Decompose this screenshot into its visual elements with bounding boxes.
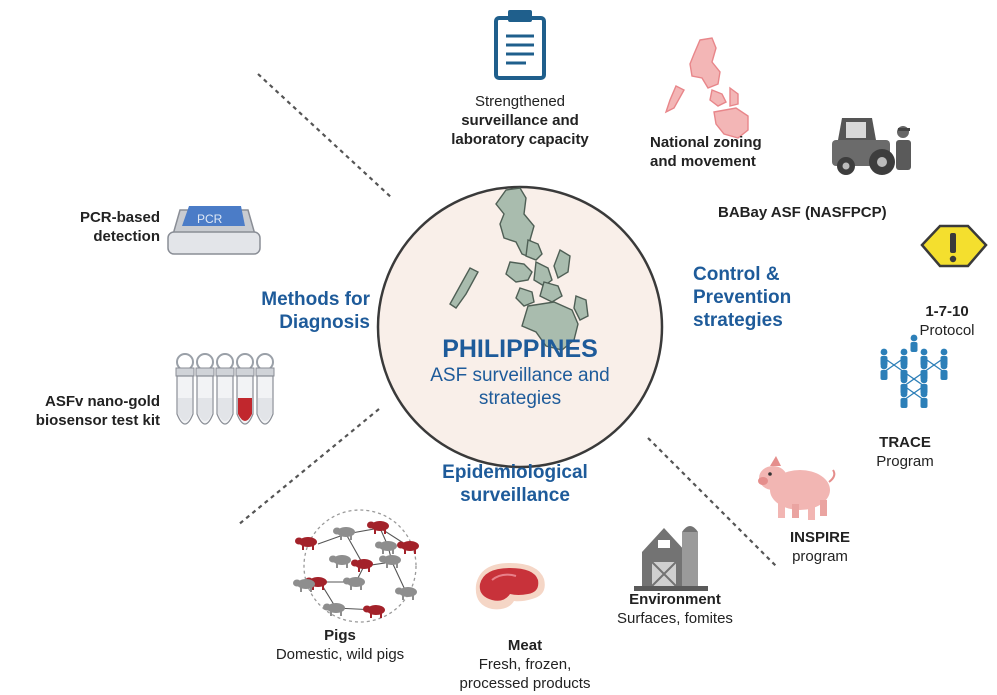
center-title-block: PHILIPPINES ASF surveillance and strateg… [400, 334, 640, 410]
label-protocol: 1-7-10 Protocol [902, 302, 992, 340]
section-control-line1: Control & [693, 264, 780, 285]
warning-sign-icon [920, 224, 988, 268]
label-meat: Meat Fresh, frozen, processed products [440, 636, 610, 693]
clipboard-icon [494, 10, 546, 80]
people-network-icon [883, 357, 945, 401]
section-epidemiological: Epidemiological surveillance [405, 461, 625, 507]
separator-top-left [257, 73, 394, 200]
label-protocol-sub: Protocol [919, 322, 975, 339]
separator-bottom-right [647, 437, 779, 569]
label-trace-sub: Program [876, 453, 934, 470]
network-pig [343, 577, 365, 590]
pcr-device-text: PCR [197, 212, 223, 226]
network-pig [333, 527, 355, 540]
center-circle [376, 185, 664, 469]
label-zoning-line1: National zoning [650, 134, 762, 151]
section-control-line3: strategies [693, 310, 783, 331]
person-figure [910, 334, 918, 352]
label-inspire-sub: program [792, 548, 848, 565]
person-figure [900, 390, 908, 408]
label-pcr-line2: detection [93, 228, 160, 245]
section-epi-line2: surveillance [460, 485, 570, 506]
label-surveillance-line1: Strengthened [474, 93, 566, 110]
section-control-line2: Prevention [693, 287, 792, 308]
label-trace: TRACE Program [860, 433, 950, 471]
label-inspire: INSPIRE program [770, 528, 870, 566]
section-diagnosis: Methods for Diagnosis [190, 288, 370, 334]
philippines-map-icon [449, 187, 589, 351]
label-biosensor: ASFv nano-gold biosensor test kit [10, 392, 160, 430]
person-figure [880, 362, 888, 380]
section-epi-line1: Epidemiological [442, 462, 588, 483]
pcr-machine-icon: PCR [167, 206, 261, 255]
network-pig [329, 555, 351, 568]
label-pcr-line1: PCR-based [79, 209, 160, 226]
tractor-farmer-icon [832, 118, 911, 175]
label-pigs-title: Pigs [324, 627, 356, 644]
network-pig [367, 521, 389, 534]
network-pig [375, 541, 397, 554]
pig-icon [758, 456, 836, 520]
people-figures [880, 334, 948, 408]
label-pigs-sub: Domestic, wild pigs [275, 646, 405, 663]
center-subtitle-line2: strategies [478, 388, 562, 409]
philippines-map-red-icon [664, 37, 749, 139]
label-surveillance-line2: surveillance and [461, 112, 579, 129]
section-diagnosis-line1: Methods for [261, 289, 370, 310]
label-meat-sub1: Fresh, frozen, [478, 656, 572, 673]
center-title: PHILIPPINES [442, 335, 598, 363]
section-diagnosis-line2: Diagnosis [279, 312, 370, 333]
barn-icon [634, 526, 708, 591]
label-environment: Environment Surfaces, fomites [595, 590, 755, 628]
label-biosensor-line2: biosensor test kit [35, 412, 160, 429]
person-figure [940, 362, 948, 380]
network-pig [295, 537, 317, 550]
test-tube [235, 353, 255, 425]
label-biosensor-line1: ASFv nano-gold [45, 393, 160, 410]
label-surveillance-line3: laboratory capacity [451, 131, 589, 148]
test-tubes-icon [175, 353, 275, 425]
test-tube [215, 353, 235, 425]
network-pig [323, 603, 345, 616]
label-trace-title: TRACE [879, 434, 931, 451]
label-meat-sub2: processed products [459, 675, 591, 692]
label-surveillance: Strengthened surveillance and laboratory… [430, 92, 610, 149]
person-figure [920, 390, 928, 408]
label-pcr: PCR-based detection [40, 208, 160, 246]
separator-lines [237, 73, 779, 569]
network-pig [293, 579, 315, 592]
network-pig [379, 555, 401, 568]
network-pig [397, 541, 419, 554]
label-zoning-line2: and movement [650, 153, 756, 170]
pig-network-icon [293, 509, 419, 623]
test-tube [255, 353, 275, 425]
label-babay: BABay ASF (NASFPCP) [718, 204, 887, 221]
section-control: Control & Prevention strategies [693, 263, 893, 332]
label-environment-sub: Surfaces, fomites [617, 610, 733, 627]
center-subtitle-line1: ASF surveillance and [430, 365, 610, 386]
test-tube [195, 353, 215, 425]
network-pig [363, 605, 385, 618]
label-zoning: National zoning and movement [650, 133, 810, 171]
label-meat-title: Meat [507, 637, 543, 654]
test-tube [175, 353, 195, 425]
label-protocol-title: 1-7-10 [925, 303, 969, 320]
meat-icon [475, 563, 545, 610]
separator-bottom-left [237, 408, 380, 526]
label-pigs: Pigs Domestic, wild pigs [245, 626, 435, 664]
network-pig [351, 559, 373, 572]
label-environment-title: Environment [629, 591, 721, 608]
network-pig [395, 587, 417, 600]
label-inspire-title: INSPIRE [789, 529, 850, 546]
pig-network-pigs [293, 521, 419, 618]
